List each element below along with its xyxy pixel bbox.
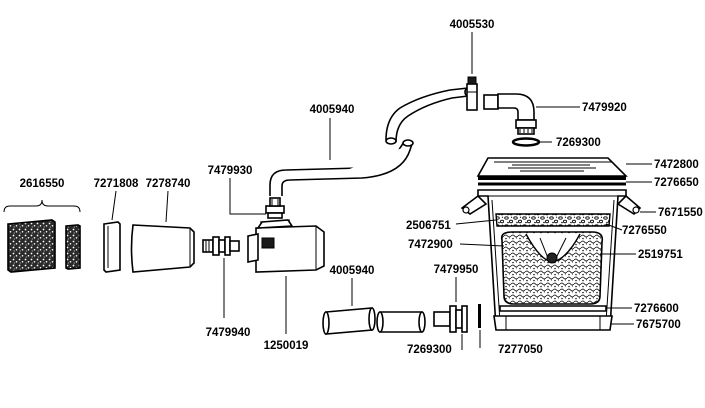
- o-ring-7277050: [478, 304, 481, 328]
- foam-pad-small: [65, 224, 81, 270]
- label-7276600: 7276600: [634, 303, 679, 315]
- label-7675700: 7675700: [636, 319, 681, 331]
- leader-7479930: [229, 178, 266, 215]
- label-7271808: 7271808: [94, 178, 139, 190]
- label-4005530: 4005530: [450, 19, 495, 31]
- label-7671550: 7671550: [658, 207, 703, 219]
- label-1250019: 1250019: [264, 340, 309, 352]
- label-7472900: 7472900: [408, 239, 453, 251]
- label-4005940-bottom: 4005940: [330, 265, 375, 277]
- clip-left-7671550: [460, 194, 488, 215]
- bottom-plate-7276600: [499, 305, 607, 312]
- hose-4005940-lower: [322, 307, 426, 335]
- foam-pad-large: [7, 219, 56, 273]
- canister-lid-7472800: [476, 157, 628, 180]
- clip-right-7671550: [616, 194, 642, 216]
- pump-1250019: [247, 219, 325, 273]
- leader-2506751: [455, 219, 497, 225]
- elbow-7479920: [483, 93, 537, 135]
- leader-7472900: [459, 243, 505, 247]
- o-ring-7269300-top: [511, 137, 541, 147]
- label-7479920: 7479920: [582, 102, 627, 114]
- label-4005940-top: 4005940: [310, 104, 355, 116]
- label-2519751: 2519751: [638, 249, 683, 261]
- label-7278740: 7278740: [146, 178, 191, 190]
- hose-fitting-7479940: [202, 236, 240, 256]
- label-7479940: 7479940: [206, 327, 251, 339]
- leader-7276550: [605, 223, 623, 231]
- label-7277050: 7277050: [498, 344, 543, 356]
- label-7479930: 7479930: [208, 165, 253, 177]
- connector-4005530: [466, 76, 478, 111]
- label-2616550: 2616550: [20, 178, 65, 190]
- filter-plate-7271808: [103, 221, 121, 273]
- label-7276550: 7276550: [622, 225, 667, 237]
- label-7276650: 7276650: [654, 177, 699, 189]
- prefilter-housing-7278740: [130, 224, 195, 273]
- canister-base-7675700: [493, 315, 613, 331]
- leader-7278740: [165, 190, 169, 223]
- label-7269300-top: 7269300: [556, 137, 601, 149]
- label-7472800: 7472800: [654, 159, 699, 171]
- label-7479950: 7479950: [434, 264, 479, 276]
- hose-4005940-upper: [269, 87, 472, 196]
- label-2506751: 2506751: [406, 220, 451, 232]
- bracket-2616550: [3, 199, 81, 213]
- leader-7271808: [111, 190, 117, 221]
- pump-outlet-nozzle-7479930: [265, 197, 285, 219]
- filter-pad-2506751: [495, 213, 611, 227]
- filter-media-2519751: [500, 231, 604, 305]
- fitting-7479950: [433, 305, 468, 333]
- label-7269300-bottom: 7269300: [407, 344, 452, 356]
